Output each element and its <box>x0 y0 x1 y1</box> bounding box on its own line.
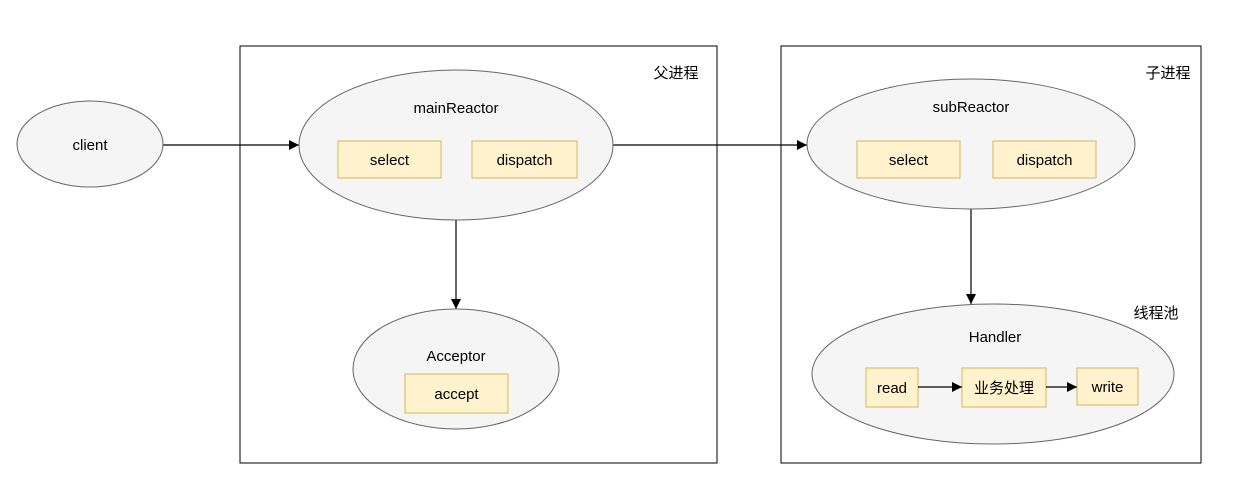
business-label: 业务处理 <box>974 379 1034 397</box>
read-label: read <box>877 380 907 397</box>
main-reactor-node <box>298 69 614 221</box>
main-dispatch-label: dispatch <box>497 152 553 169</box>
handler-title: Handler <box>969 329 1022 346</box>
main-reactor-title: mainReactor <box>413 100 498 117</box>
parent-process-container <box>239 45 718 464</box>
thread-pool-label: 线程池 <box>1133 304 1178 322</box>
main-select-label: select <box>370 152 410 169</box>
sub-dispatch-box <box>992 140 1097 179</box>
accept-box <box>404 373 509 414</box>
write-label: write <box>1091 379 1124 396</box>
parent-process-label: 父进程 <box>653 64 698 82</box>
main-select-box <box>337 140 442 179</box>
sub-select-label: select <box>889 152 929 169</box>
child-process-container <box>780 45 1202 464</box>
business-box <box>961 367 1047 408</box>
sub-reactor-title: subReactor <box>933 99 1010 116</box>
sub-select-box <box>856 140 961 179</box>
client-label: client <box>72 137 108 154</box>
sub-dispatch-label: dispatch <box>1017 152 1073 169</box>
write-box <box>1076 367 1139 406</box>
client-node <box>16 100 164 188</box>
child-process-label: 子进程 <box>1145 64 1190 82</box>
accept-label: accept <box>434 386 479 403</box>
main-dispatch-box <box>471 140 578 179</box>
acceptor-title: Acceptor <box>426 348 485 365</box>
